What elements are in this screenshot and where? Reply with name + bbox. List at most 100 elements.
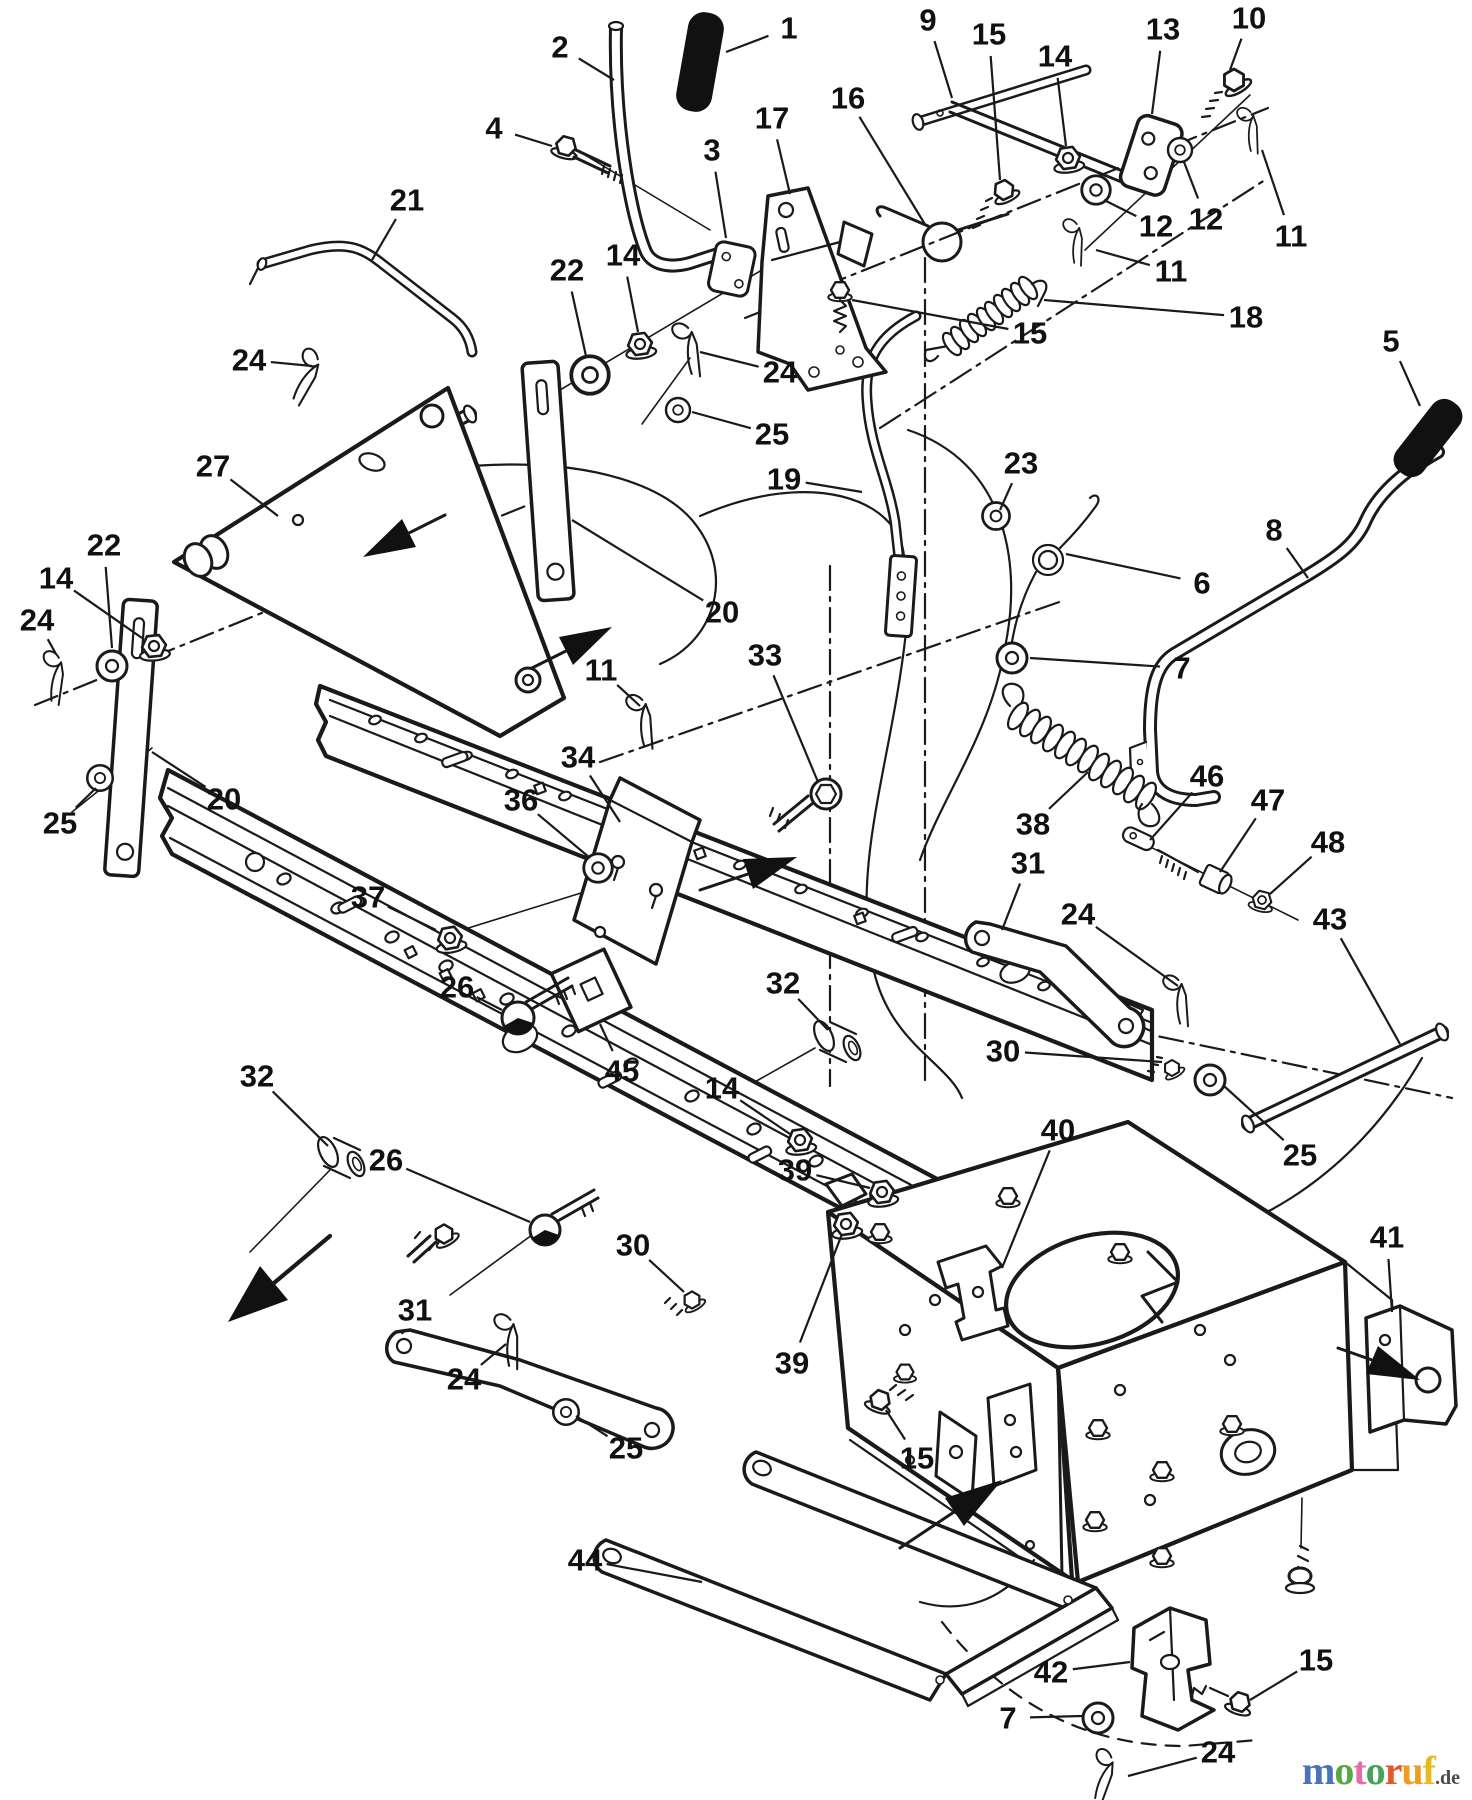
part-number: 11 (585, 653, 618, 688)
part-number: 14 (1038, 39, 1073, 74)
callout-leader-line (1219, 817, 1257, 873)
part-number: 20 (705, 595, 739, 630)
part-number: 12 (1139, 209, 1173, 244)
part-number: 14 (705, 1071, 740, 1106)
part-number: 24 (232, 343, 267, 378)
logo-letter: o (1334, 1748, 1354, 1793)
part-number: 19 (767, 462, 801, 497)
part-number: 26 (440, 970, 474, 1005)
part-number: 39 (778, 1153, 812, 1188)
logo-letter: r (1384, 1748, 1403, 1793)
part-number: 14 (39, 561, 74, 596)
callout-leader-line (599, 1023, 614, 1052)
callout-leader-line (691, 410, 752, 430)
callout-leader-line (699, 350, 759, 368)
callout-leader-line (1029, 1714, 1083, 1719)
part-number: 44 (568, 1543, 603, 1578)
part-number: 32 (240, 1059, 274, 1094)
part-number: 38 (1016, 807, 1050, 842)
callout-leader-line (537, 813, 591, 859)
lever-grip-5 (1393, 398, 1463, 478)
part-number: 25 (43, 806, 77, 841)
callout-leader-line (75, 787, 97, 809)
idler-arm-31-right (963, 920, 1227, 1097)
part-number: 12 (1189, 202, 1223, 237)
callout-leader-line (73, 589, 143, 639)
logo-letter: u (1401, 1748, 1423, 1793)
callout-leader-line (725, 34, 769, 54)
part-number: 24 (20, 603, 55, 638)
part-number: 10 (1232, 1, 1266, 36)
part-number: 24 (1201, 1735, 1236, 1770)
callout-leader-line (1000, 1149, 1051, 1269)
part-number: 26 (369, 1143, 403, 1178)
part-number: 25 (609, 1431, 643, 1466)
callout-leader-line (933, 40, 954, 99)
part-number: 11 (1275, 219, 1308, 254)
callout-leader-line (626, 276, 640, 333)
callout-leader-line (1249, 1670, 1298, 1701)
callout-leader-line (772, 674, 820, 783)
part-number: 22 (550, 253, 584, 288)
callout-leader-line (589, 774, 621, 823)
part-number: 17 (755, 101, 789, 136)
part-number: 3 (703, 133, 720, 168)
logo-letter: m (1302, 1748, 1335, 1793)
part-number: 21 (390, 183, 424, 218)
part-number: 34 (561, 740, 596, 775)
part-number: 13 (1146, 12, 1180, 47)
lift-link-rod-19 (861, 310, 922, 639)
callout-leader-line (514, 133, 553, 148)
part-number: 32 (766, 966, 800, 1001)
motoruf-logo: motoruf.de (1302, 1748, 1470, 1794)
lower-left-hardware (385, 1126, 915, 1451)
part-number: 16 (831, 81, 865, 116)
part-number: 48 (1311, 825, 1345, 860)
callout-leader-line (775, 139, 792, 195)
bent-rod-21 (248, 240, 478, 358)
part-number: 46 (1190, 759, 1224, 794)
part-number: 20 (207, 782, 241, 817)
part-number: 41 (1370, 1220, 1404, 1255)
callout-leader-line (46, 638, 57, 655)
part-number: 22 (87, 528, 121, 563)
callout-leader-line (1398, 360, 1422, 407)
callout-leader-line (885, 1409, 906, 1441)
callout-leader-line (1223, 1085, 1285, 1142)
callout-leader-line (1000, 883, 1022, 931)
part-number: 15 (1013, 316, 1047, 351)
callout-leader-line (1260, 149, 1286, 216)
callout-leader-line (1072, 1660, 1131, 1671)
mount-bracket-17 (548, 132, 888, 392)
motoruf-logo-tld: .de (1435, 1767, 1460, 1789)
part-number: 37 (351, 880, 385, 915)
callout-leader-line (1103, 199, 1137, 218)
callout-leader-line (1043, 298, 1225, 317)
callout-leader-line (1339, 937, 1401, 1045)
lift-rod-43 (1240, 1022, 1450, 1134)
callout-leader-line (797, 998, 829, 1031)
callout-leader-line (648, 1259, 685, 1293)
callout-leader-line (1127, 1756, 1198, 1778)
callout-leader-line (798, 1233, 844, 1343)
callout-leader-line (387, 905, 437, 931)
part-number: 25 (1283, 1138, 1317, 1173)
callout-leader-line (1269, 855, 1313, 895)
callout-leader-line (1024, 1051, 1163, 1064)
lever-grip-1 (676, 12, 724, 112)
callout-leader-line (1095, 925, 1179, 987)
pivot-hardware (274, 321, 705, 424)
part-number: 31 (1011, 846, 1045, 881)
callout-leader-line (229, 478, 279, 517)
lift-bracket-assembly (171, 385, 567, 739)
callout-leader-line (851, 298, 1009, 331)
part-number: 7 (999, 1701, 1016, 1736)
callout-leader-line (805, 481, 863, 494)
lift-handle-rod-8 (1128, 398, 1463, 807)
callout-leader-line (858, 116, 927, 227)
callout-leader-line (616, 684, 641, 707)
callout-leader-line (151, 751, 207, 788)
